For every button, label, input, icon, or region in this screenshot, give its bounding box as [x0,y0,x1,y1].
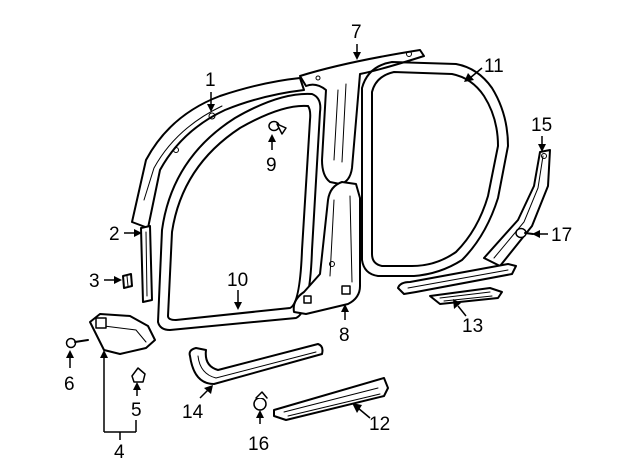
callout-6: 6 [64,374,75,395]
part-10-front-door-weatherstrip [156,92,322,332]
part-rear-sill-strip [397,263,517,295]
part-16-clip [253,391,268,411]
callout-3: 3 [89,271,100,292]
callout-16: 16 [248,434,269,455]
callout-17: 17 [551,225,572,246]
part-3-clip [122,273,133,289]
callout-1: 1 [205,70,216,91]
leader-lines [66,44,548,440]
callout-10: 10 [227,270,248,291]
part-5-clip [131,367,146,383]
part-4-cowl-side-trim [89,313,156,355]
part-15-quarter-pillar-garnish [483,149,551,267]
callout-8: 8 [339,325,350,346]
part-17-bolt [515,227,534,239]
part-13-rear-scuff-plate [429,287,503,305]
part-1-roof-side-garnish [131,77,305,229]
part-6-screw [65,337,89,349]
callout-7: 7 [351,22,362,43]
part-14-sill-trim [188,343,324,385]
callout-2: 2 [109,224,120,245]
callout-5: 5 [131,400,142,421]
callout-4: 4 [114,442,125,463]
callout-15: 15 [531,115,552,136]
callout-9: 9 [266,155,277,176]
part-9-push-clip [268,120,287,135]
callout-12: 12 [369,414,390,435]
part-2-pillar-strip [140,225,153,303]
callout-13: 13 [462,316,483,337]
callout-11: 11 [484,56,504,77]
part-11-rear-door-weatherstrip [361,60,510,277]
callout-14: 14 [182,402,204,423]
part-8-center-pillar-lower [292,181,361,315]
part-7-center-pillar-upper [299,49,425,185]
part-12-scuff-plate [273,377,389,421]
